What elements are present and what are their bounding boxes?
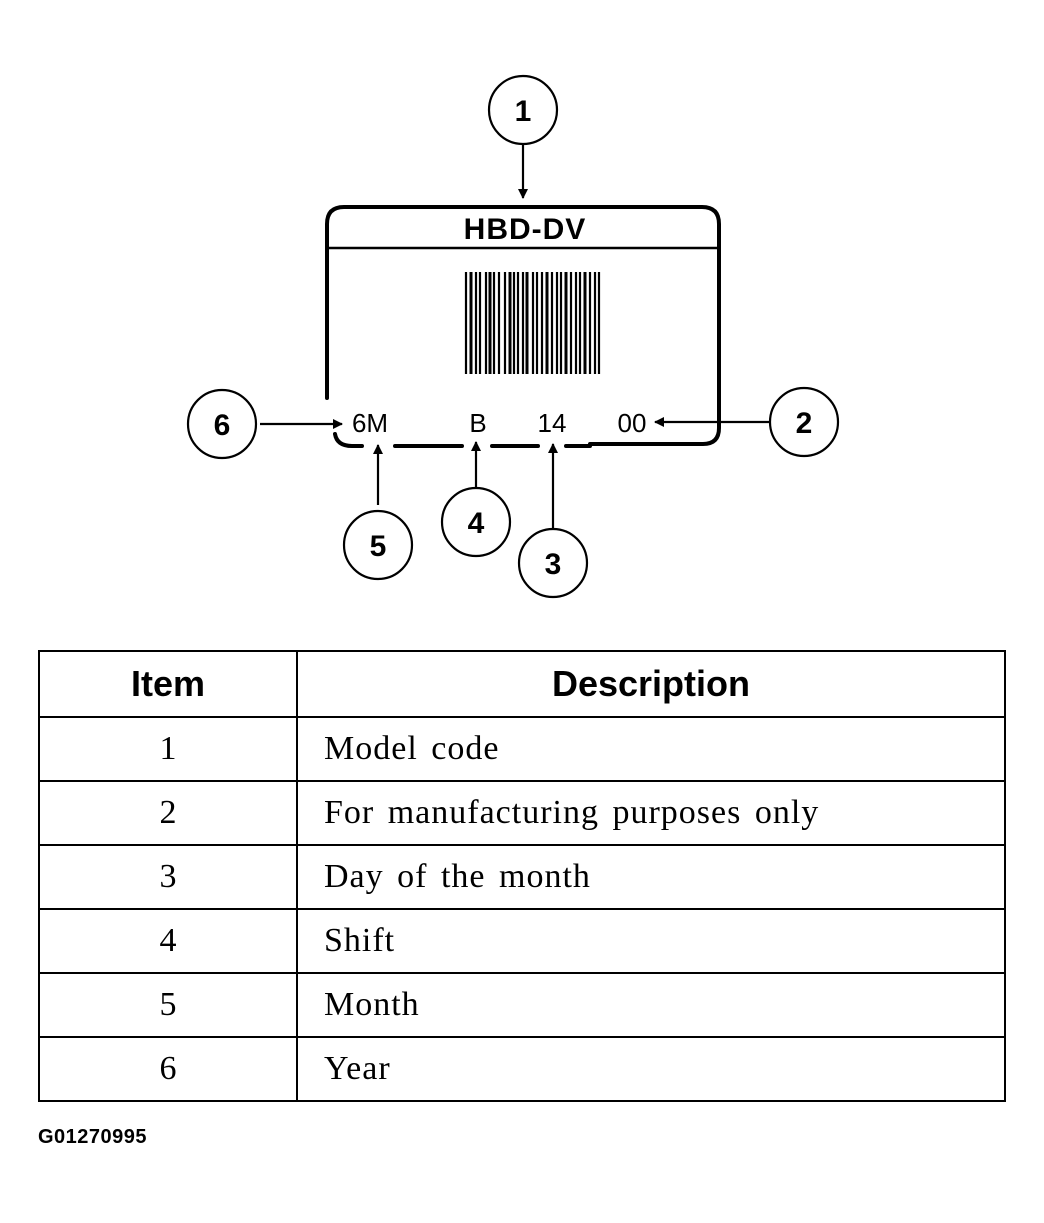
callout-label-6: 6 — [214, 409, 231, 442]
item-description: Model code — [296, 716, 1006, 782]
callout-label-2: 2 — [796, 407, 813, 440]
callout-label-1: 1 — [515, 95, 532, 128]
callout-label-4: 4 — [468, 507, 485, 540]
table-row: 5 Month — [38, 972, 1006, 1038]
figure-code: G01270995 — [38, 1126, 148, 1148]
legend-header-row: Item Description — [38, 650, 1006, 718]
item-description: Month — [296, 972, 1006, 1038]
callout-circle-6 — [186, 388, 258, 460]
item-description: Shift — [296, 908, 1006, 974]
item-number: 5 — [38, 972, 298, 1038]
item-number: 4 — [38, 908, 298, 974]
callout-label-5: 5 — [370, 530, 387, 563]
item-description: Day of the month — [296, 844, 1006, 910]
tag-year-code: 6M — [352, 408, 388, 438]
legend-table: Item Description 1 Model code 2 For manu… — [38, 650, 1006, 1102]
column-header-description: Description — [296, 650, 1006, 718]
item-number: 1 — [38, 716, 298, 782]
tag-day-code: 14 — [538, 408, 567, 438]
callout-circle-3 — [517, 527, 589, 599]
tag-shift-code: B — [469, 408, 486, 438]
callout-circle-2 — [768, 386, 840, 458]
tag-model-code: HBD-DV — [464, 213, 587, 246]
leader-arrows — [260, 143, 770, 529]
callout-circle-5 — [342, 509, 414, 581]
callout-circle-1 — [487, 74, 559, 146]
item-number: 2 — [38, 780, 298, 846]
barcode — [464, 272, 601, 374]
identification-tag-diagram: HBD-DV 6M B 14 00 1 2 3 4 5 6 — [186, 74, 840, 599]
callout-label-3: 3 — [545, 548, 562, 581]
item-number: 3 — [38, 844, 298, 910]
tag-outline — [325, 205, 721, 448]
item-number: 6 — [38, 1036, 298, 1102]
tag-mfg-code: 00 — [618, 408, 647, 438]
table-row: 6 Year — [38, 1036, 1006, 1102]
callout-circle-4 — [440, 486, 512, 558]
column-header-item: Item — [38, 650, 298, 718]
table-row: 1 Model code — [38, 716, 1006, 782]
item-description: Year — [296, 1036, 1006, 1102]
table-row: 3 Day of the month — [38, 844, 1006, 910]
item-description: For manufacturing purposes only — [296, 780, 1006, 846]
table-row: 2 For manufacturing purposes only — [38, 780, 1006, 846]
table-row: 4 Shift — [38, 908, 1006, 974]
